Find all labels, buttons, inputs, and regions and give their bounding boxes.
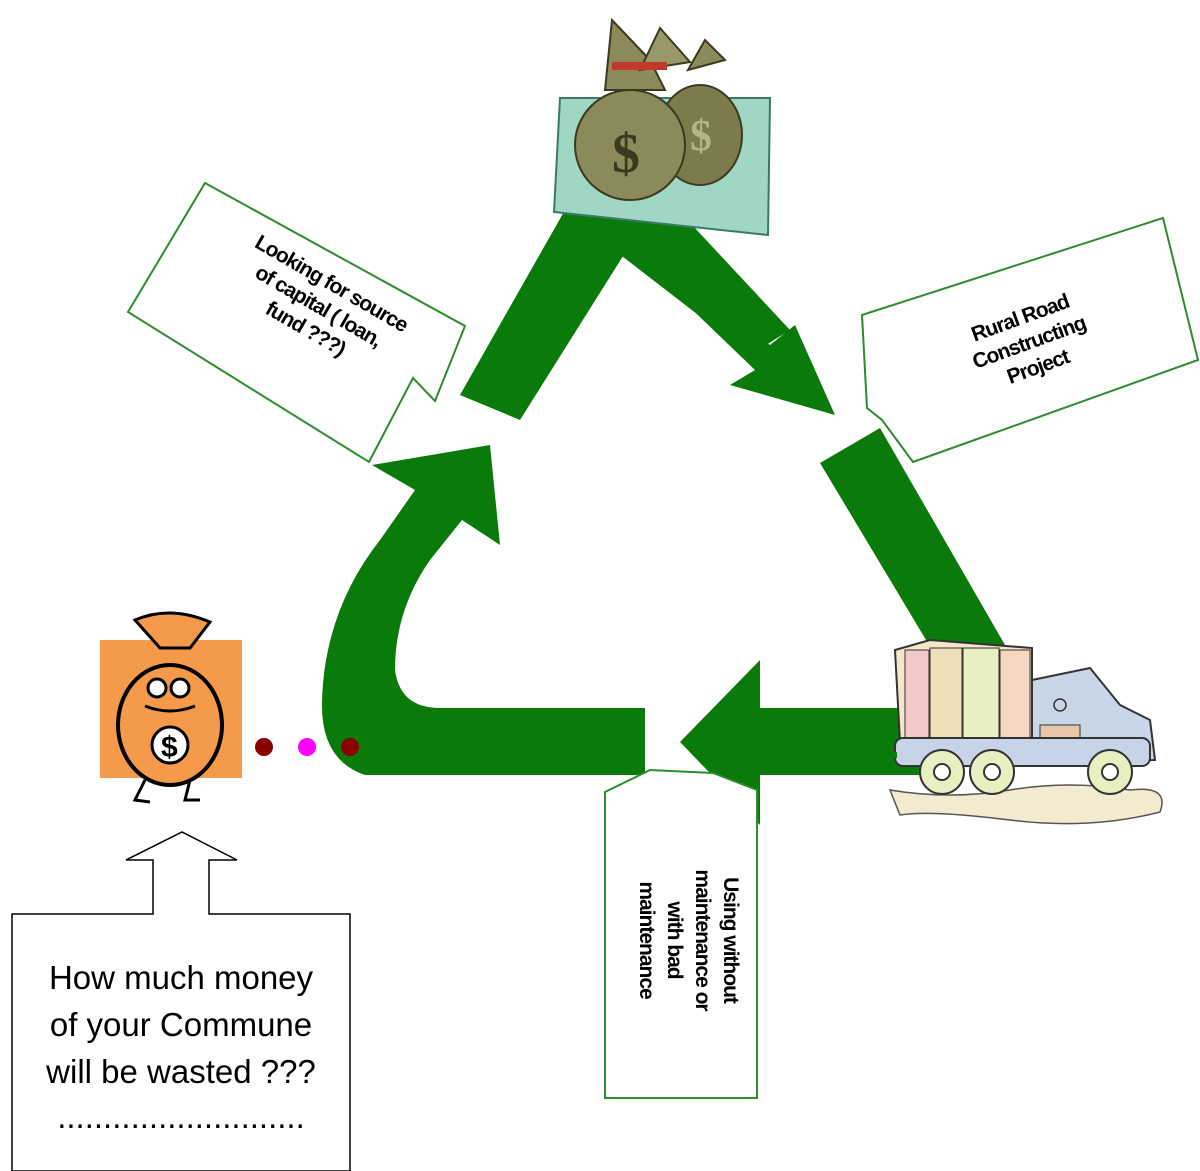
money-bag-character-icon: $ <box>100 611 242 804</box>
maintenance-label-line4: maintenance <box>635 881 658 999</box>
arrow-right-down-band <box>820 428 1005 680</box>
question-line3: will be wasted ??? <box>45 1053 316 1090</box>
truck-icon <box>882 638 1163 825</box>
capital-label-box: Looking for source of capital ( loan, fu… <box>126 181 467 464</box>
maintenance-label-box: Using without maintenance or with bad ma… <box>604 768 758 1099</box>
dot-2 <box>298 738 316 756</box>
svg-text:$: $ <box>161 731 178 764</box>
maintenance-label-line3: with bad <box>663 900 686 978</box>
question-line2: of your Commune <box>50 1006 312 1043</box>
dot-3 <box>341 738 359 756</box>
maintenance-label-line2: maintenance or <box>691 869 714 1011</box>
question-callout: How much money of your Commune will be w… <box>11 831 351 1171</box>
maintenance-label-line1: Using without <box>719 877 742 1004</box>
arrow-bottom-left <box>680 660 940 825</box>
money-bags-icon: $ $ <box>552 17 772 237</box>
arrow-bottom-left-curve <box>321 445 645 775</box>
ellipsis-dots <box>255 738 359 756</box>
project-label-box: Rural Road Constructing Project <box>860 216 1200 464</box>
cycle-arrows <box>321 210 1005 825</box>
arrow-left-up-band <box>460 210 630 420</box>
svg-text:$: $ <box>690 111 712 160</box>
question-line4: ........................... <box>57 1098 305 1135</box>
svg-text:$: $ <box>612 123 640 185</box>
question-line1: How much money <box>49 959 314 996</box>
dot-1 <box>255 738 273 756</box>
